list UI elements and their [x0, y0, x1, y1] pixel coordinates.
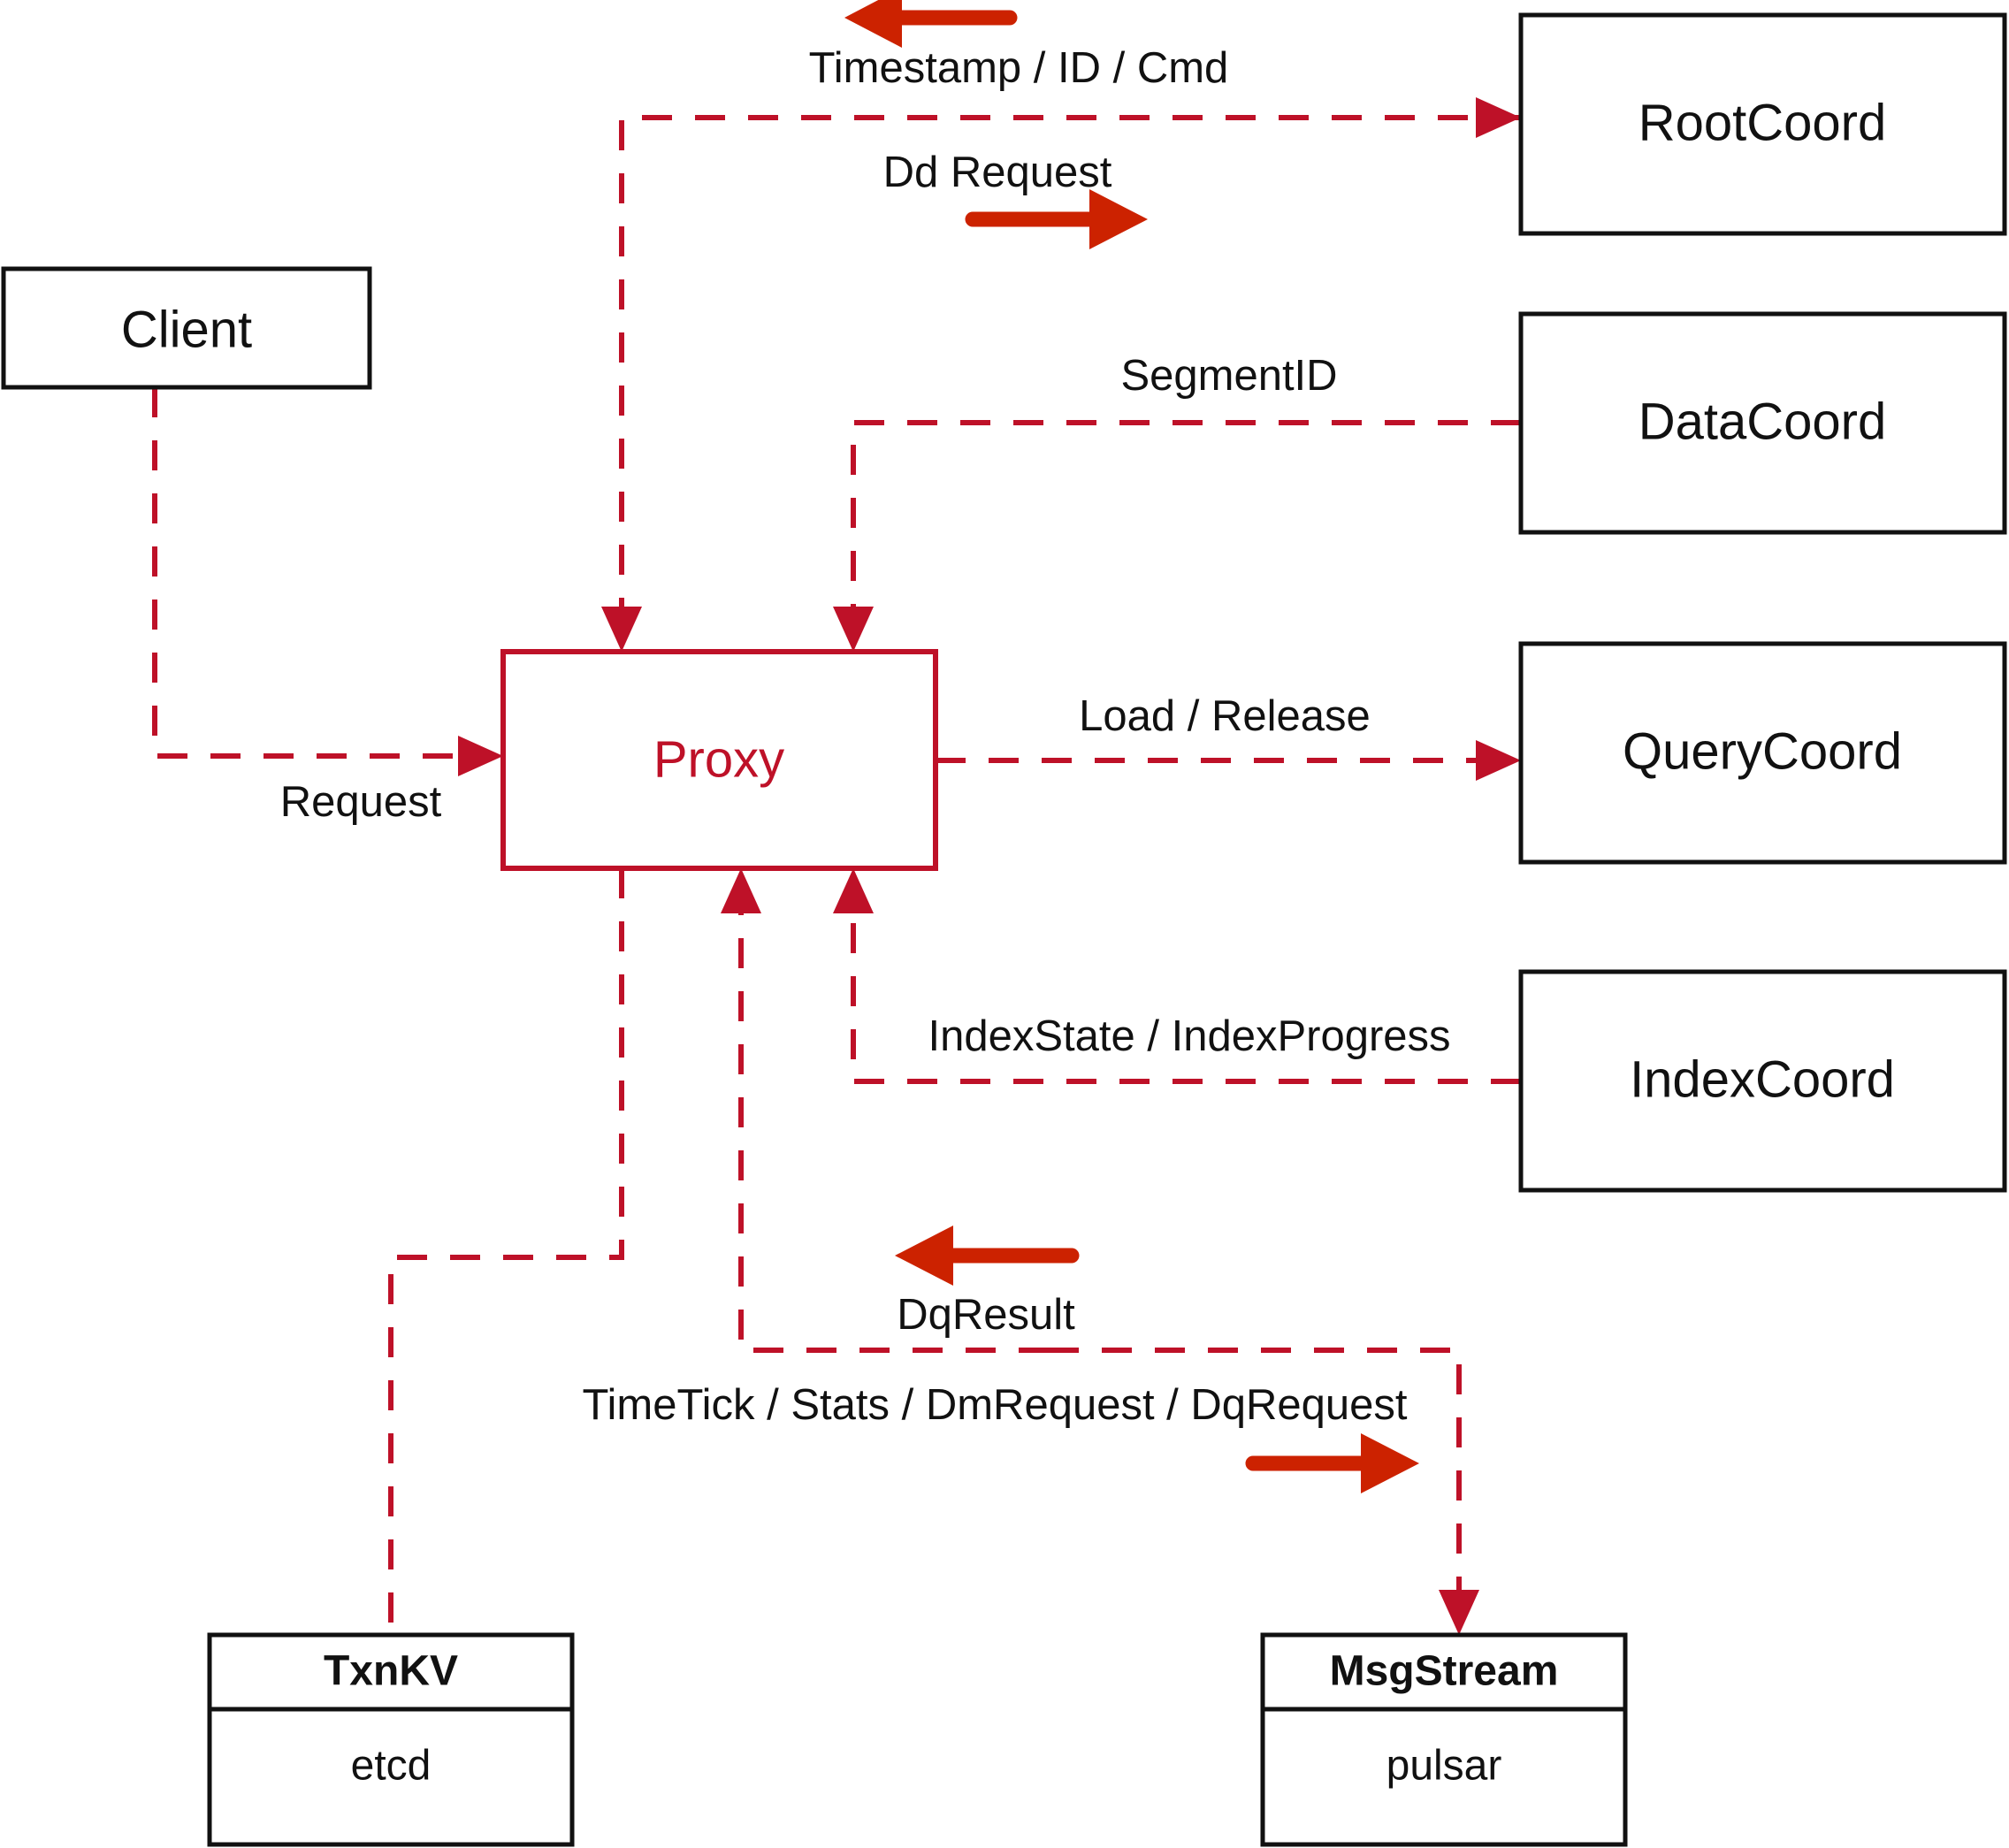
edge-path — [388, 868, 624, 1635]
rootcoord-box — [1518, 12, 2007, 236]
node-index-coord[interactable]: IndexCoord — [1518, 969, 2007, 1193]
txnkv-box — [207, 1632, 575, 1847]
flow-arrow-dqresult — [895, 1226, 1080, 1286]
msgstream-title: MsgStream — [1330, 1648, 1559, 1695]
arrow-head-icon — [1089, 189, 1148, 249]
arrow-head-icon — [1361, 1433, 1419, 1493]
client-label: Client — [121, 301, 252, 358]
edge-label-load-release: Load / Release — [1079, 692, 1371, 740]
edge-path — [851, 894, 1521, 1084]
arrowhead-icon — [1476, 97, 1521, 138]
querycoord-box — [1518, 641, 2007, 865]
edge-label-timetick: TimeTick / Stats / DmRequest / DqRequest — [582, 1381, 1407, 1429]
edge-path — [851, 420, 1521, 626]
indexcoord-label: IndexCoord — [1630, 1050, 1895, 1108]
arrow-head-icon — [844, 0, 902, 48]
node-client[interactable]: Client — [1, 266, 372, 390]
node-msg-stream[interactable]: MsgStream pulsar — [1260, 1632, 1628, 1847]
arrowhead-icon — [833, 607, 874, 652]
node-root-coord[interactable]: RootCoord — [1518, 12, 2007, 236]
node-txn-kv[interactable]: TxnKV etcd — [207, 1632, 575, 1847]
edge-proxy-to-txnkv — [388, 868, 624, 1635]
node-query-coord[interactable]: QueryCoord — [1518, 641, 2007, 865]
edge-path — [152, 387, 477, 759]
arrowhead-icon — [721, 868, 761, 913]
flow-arrow-timetick — [1245, 1433, 1419, 1493]
arrowhead-icon — [833, 868, 874, 913]
node-proxy[interactable]: Proxy — [500, 649, 938, 871]
proxy-label: Proxy — [653, 730, 784, 788]
edge-path — [619, 115, 1521, 626]
arrowhead-icon — [601, 607, 642, 652]
txnkv-title: TxnKV — [324, 1648, 458, 1695]
indexcoord-box — [1518, 969, 2007, 1193]
edge-datacoord-to-proxy — [833, 420, 1521, 652]
edge-label-request: Request — [280, 778, 442, 826]
edge-msgstream-to-proxy — [721, 868, 1049, 1353]
node-data-coord[interactable]: DataCoord — [1518, 311, 2007, 535]
datacoord-label: DataCoord — [1639, 393, 1886, 450]
msgstream-box — [1260, 1632, 1628, 1847]
edge-path — [738, 894, 1049, 1353]
edge-label-dd-request: Dd Request — [883, 149, 1112, 196]
querycoord-label: QueryCoord — [1623, 722, 1902, 780]
edge-rootcoord-to-proxy — [601, 97, 1521, 652]
flow-arrow-timestamp — [844, 0, 1018, 48]
arrow-head-icon — [895, 1226, 953, 1286]
msgstream-implementation: pulsar — [1386, 1743, 1502, 1790]
client-box — [1, 266, 372, 390]
flow-arrow-dd-request — [965, 189, 1148, 249]
arrowhead-icon — [1476, 740, 1521, 781]
arrowhead-icon — [458, 736, 503, 776]
edge-proxy-to-querycoord — [936, 740, 1521, 781]
edge-label-timestamp: Timestamp / ID / Cmd — [809, 44, 1229, 92]
rootcoord-label: RootCoord — [1639, 94, 1886, 151]
txnkv-implementation: etcd — [351, 1743, 432, 1790]
edge-indexcoord-to-proxy — [833, 868, 1521, 1084]
arrowhead-icon — [1439, 1590, 1479, 1635]
edge-proxy-to-msgstream — [1049, 1348, 1479, 1635]
datacoord-box — [1518, 311, 2007, 535]
edge-label-dqresult: DqResult — [897, 1291, 1075, 1339]
proxy-box — [500, 649, 938, 871]
edge-label-indexstate: IndexState / IndexProgress — [928, 1012, 1450, 1060]
edge-client-to-proxy — [152, 387, 503, 776]
edge-label-segmentid: SegmentID — [1120, 352, 1337, 400]
